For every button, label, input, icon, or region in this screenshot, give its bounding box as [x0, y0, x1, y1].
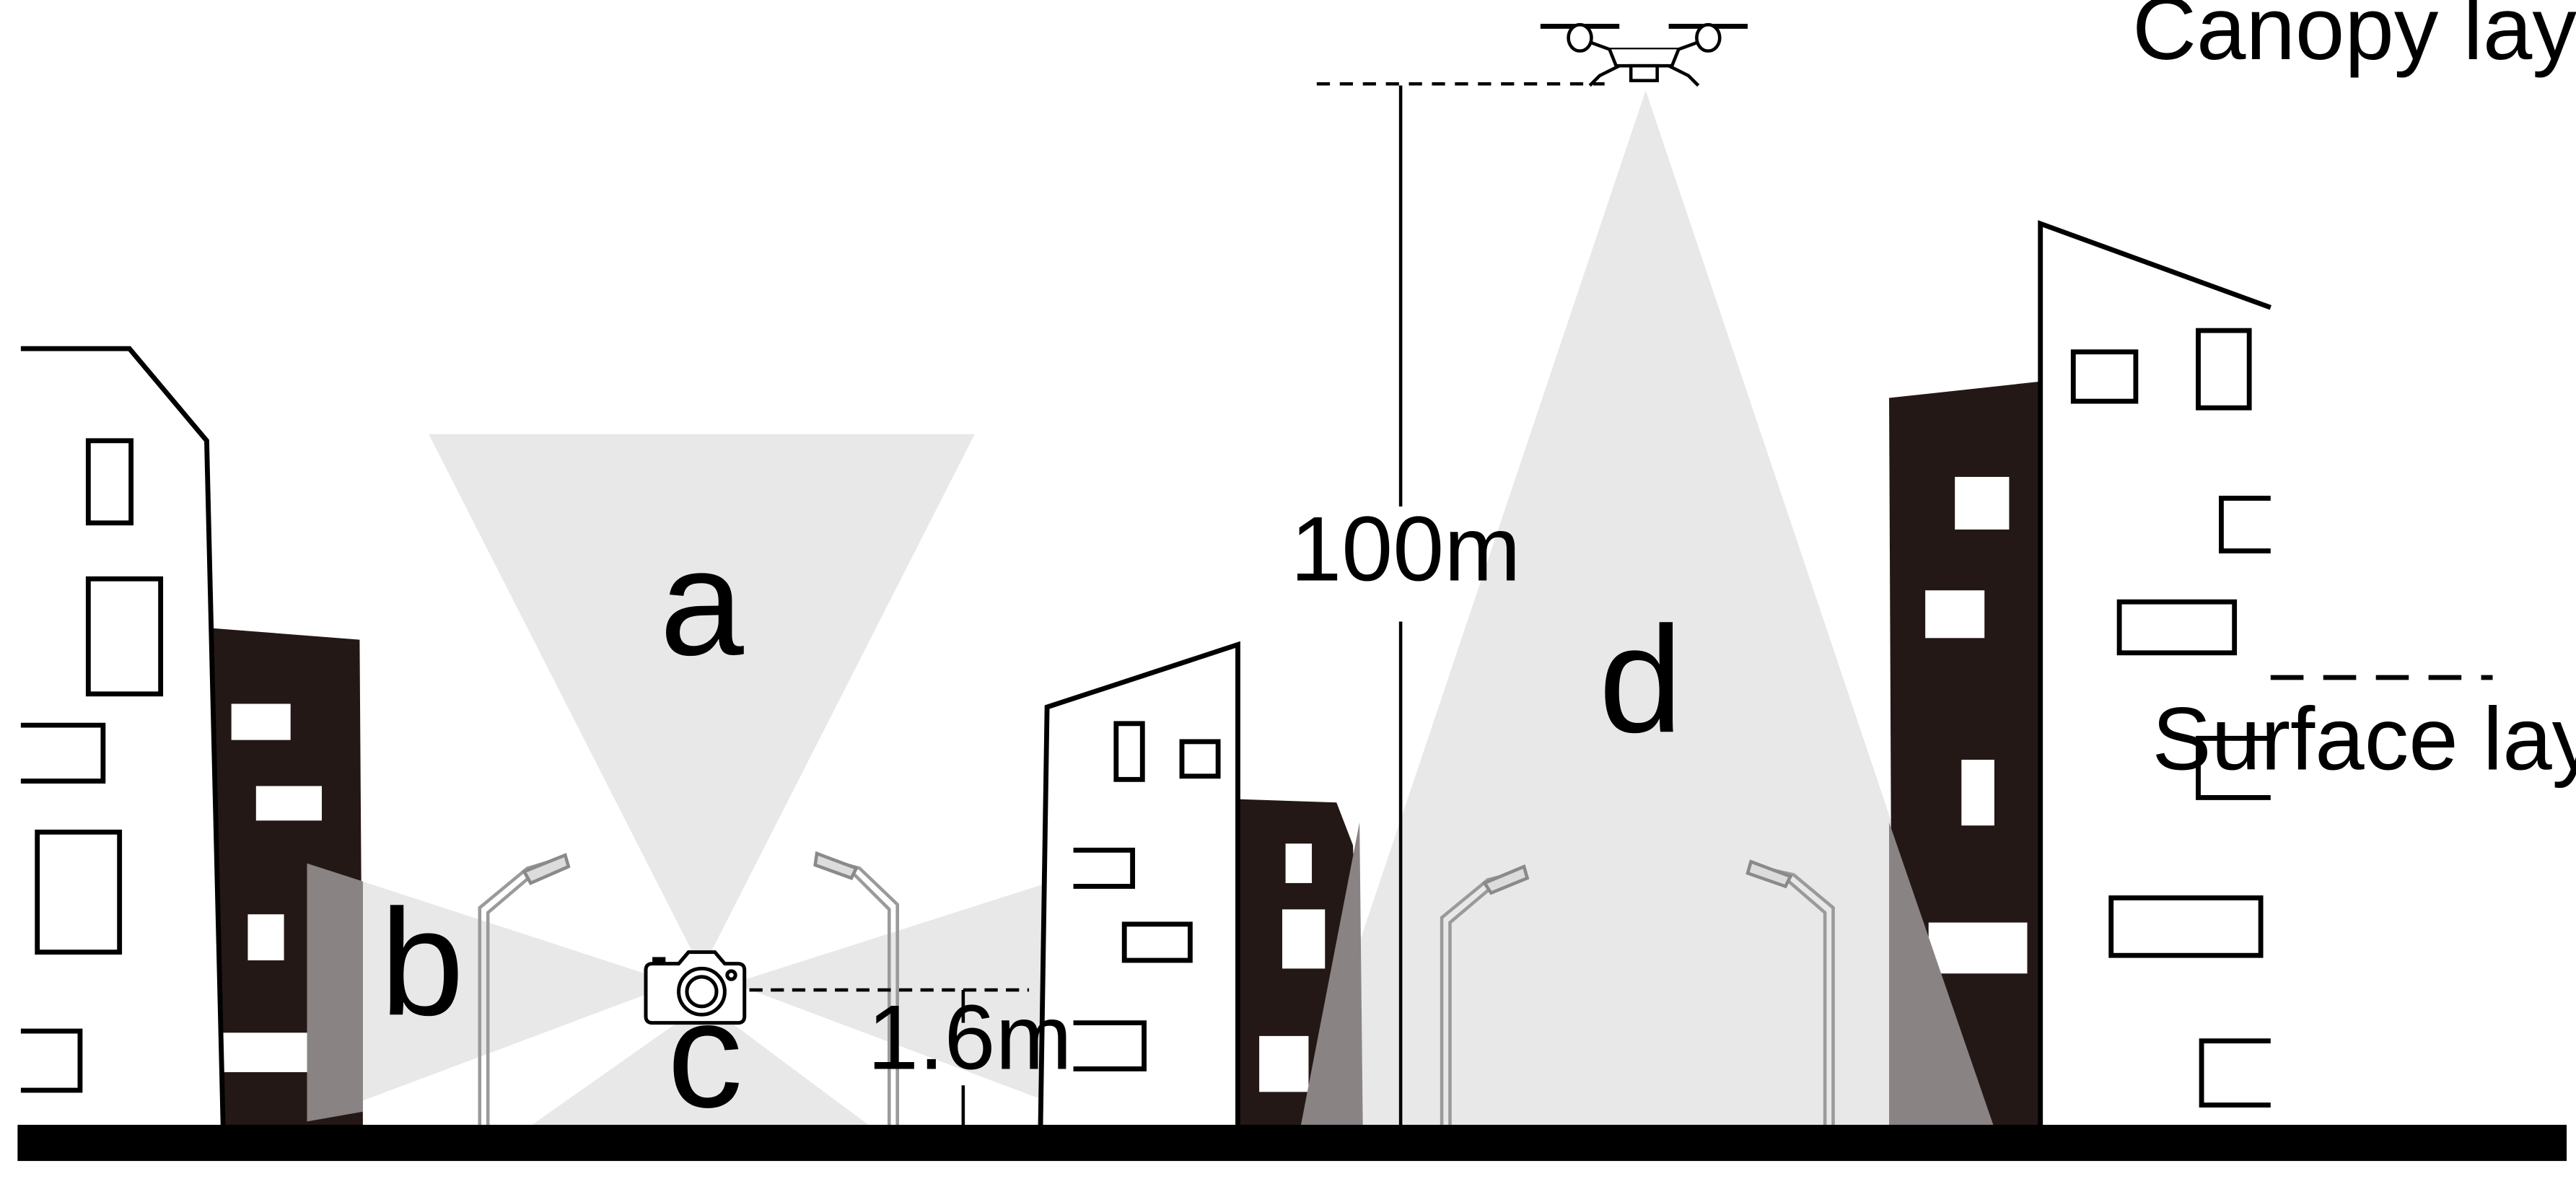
drone-height-indicator	[1316, 82, 1605, 1128]
camera-height-label: 1.6m	[867, 986, 1072, 1089]
view-cone-d	[1297, 90, 1994, 1128]
street-lamp-3	[1440, 864, 1530, 1128]
street-lamp-2	[813, 851, 899, 1128]
drone-icon	[1540, 22, 1748, 87]
street-lamp-1	[478, 853, 571, 1128]
view-cone-d-shadow-right	[1889, 822, 1994, 1128]
region-c-label: c	[667, 970, 743, 1139]
view-cone-c	[527, 1003, 873, 1128]
camera-height-indicator	[749, 988, 1030, 1128]
building-left-white	[20, 346, 226, 1128]
canopy-layer-label: Canopy layer	[2132, 0, 2576, 79]
view-cones	[307, 90, 1994, 1128]
region-b-label: b	[380, 878, 465, 1047]
street-lamp-4	[1745, 859, 1835, 1128]
view-cone-b-shadow	[307, 863, 363, 1122]
view-cone-b	[307, 863, 676, 1122]
building-right-white	[2038, 220, 2271, 1128]
region-a-label: a	[660, 518, 744, 687]
view-cone-d-shadow-left	[1300, 822, 1363, 1128]
region-d-label: d	[1599, 595, 1683, 764]
building-middle-white	[1038, 641, 1240, 1128]
view-cone-a	[429, 434, 975, 970]
view-cone-right	[732, 871, 1084, 1115]
ground	[17, 1124, 2567, 1162]
surface-layer-label: Surface layer	[2152, 690, 2576, 789]
camera-icon	[644, 950, 747, 1025]
drone-height-label: 100m	[1290, 498, 1520, 601]
